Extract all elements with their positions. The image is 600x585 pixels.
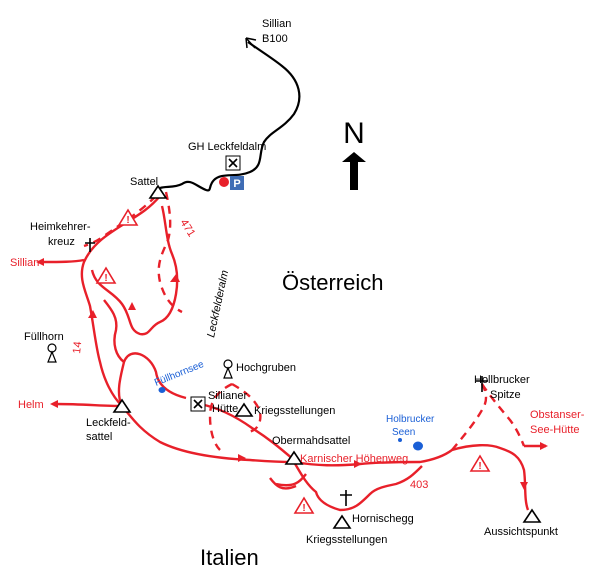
label-leckfelderalm: Leckfelderalm (205, 269, 231, 338)
label-aussichtspunkt: Aussichtspunkt (484, 526, 558, 538)
svg-text:P: P (233, 178, 240, 190)
arrow-sillian-icon (36, 258, 44, 266)
summit-markers (112, 184, 542, 529)
lake-fuellhornsee-icon (158, 387, 166, 393)
summit-kriegsstellungen-icon (234, 402, 254, 417)
label-hollbrucker: Hollbrucker (474, 374, 530, 386)
trail-arrows (36, 258, 548, 490)
gh-leckfeldalm-hut-icon (225, 155, 241, 171)
label-fuellhorn: Füllhorn (24, 331, 64, 343)
warning-markers: ! ! ! ! (95, 208, 491, 514)
summit-aussichtspunkt-icon (522, 508, 542, 523)
cross-hollbrucker-icon (476, 376, 488, 392)
warning-icon: ! (95, 266, 117, 284)
label-kriegsstellungen-bottom: Kriegsstellungen (306, 534, 387, 546)
label-sillian-b100: Sillian (262, 18, 291, 30)
summit-leckfeldsattel-icon (112, 398, 132, 413)
survey-marker-fuellhorn-icon (47, 343, 57, 363)
start-point-icon (219, 177, 229, 187)
label-hochgruben: Hochgruben (236, 362, 296, 374)
arrow-helm-icon (50, 400, 58, 408)
arrow-obstanser-icon (540, 442, 548, 450)
label-spitze: Spitze (490, 389, 521, 401)
label-kreuz: kreuz (48, 236, 75, 248)
label-hornischegg: Hornischegg (352, 513, 414, 525)
label-sillianer: Sillianer (208, 390, 247, 402)
cross-heimkehrer-icon (85, 238, 95, 252)
label-sattel-2: sattel (86, 431, 112, 443)
summit-crosses (85, 238, 488, 506)
survey-marker-hochgruben-icon (223, 359, 233, 379)
label-sattel: Sattel (130, 176, 158, 188)
warning-icon: ! (293, 496, 315, 514)
label-fuellhornsee: Füllhornsee (153, 359, 206, 389)
dashed-trails (83, 191, 526, 451)
label-seen: Seen (392, 427, 415, 438)
label-leckfeldsattel: Leckfeld- (86, 417, 131, 429)
label-oesterreich: Österreich (282, 270, 383, 295)
label-helm: Helm (18, 399, 44, 411)
warning-icon: ! (117, 208, 139, 226)
trail-sillian-branch (41, 258, 85, 264)
svg-text:!: ! (302, 503, 305, 514)
label-trail-14: 14 (71, 341, 84, 354)
north-arrow-icon: N (342, 117, 366, 190)
label-trail-403: 403 (410, 479, 428, 491)
label-obstanser: Obstanser- (530, 409, 585, 421)
label-sillian-red: Sillian (10, 257, 39, 269)
svg-text:!: ! (104, 273, 107, 284)
road-b100 (159, 41, 301, 192)
summit-sattel-icon (148, 184, 168, 199)
label-italien: Italien (200, 545, 259, 570)
label-kriegsstellungen-top: Kriegsstellungen (254, 405, 335, 417)
svg-text:!: ! (126, 215, 129, 226)
lakes (158, 387, 423, 451)
parking-icon: P (230, 176, 244, 190)
road-arrow-icon (245, 37, 257, 49)
lake-holbrucker-small-icon (398, 438, 402, 442)
summit-hornischegg-icon (332, 514, 352, 529)
lake-holbrucker-big-icon (413, 441, 423, 451)
label-obermahdsattel: Obermahdsattel (272, 435, 350, 447)
label-b100: B100 (262, 33, 288, 45)
label-trail-471: 471 (177, 217, 197, 239)
svg-text:!: ! (478, 461, 481, 472)
warning-icon: ! (469, 454, 491, 472)
label-karnischer-hoehenweg: Karnischer Höhenweg (300, 453, 408, 465)
summit-obermahdsattel-icon (284, 450, 304, 465)
sillianer-huette-hut-icon (190, 396, 206, 412)
label-holbrucker: Holbrucker (386, 414, 435, 425)
label-heimkehrerkreuz: Heimkehrer- (30, 221, 91, 233)
svg-text:N: N (343, 117, 365, 150)
label-gh-leckfeldalm: GH Leckfeldalm (188, 141, 266, 153)
cross-hornischegg-icon (340, 490, 352, 506)
label-see-huette: See-Hütte (530, 424, 580, 436)
label-huette: Hütte (212, 403, 238, 415)
